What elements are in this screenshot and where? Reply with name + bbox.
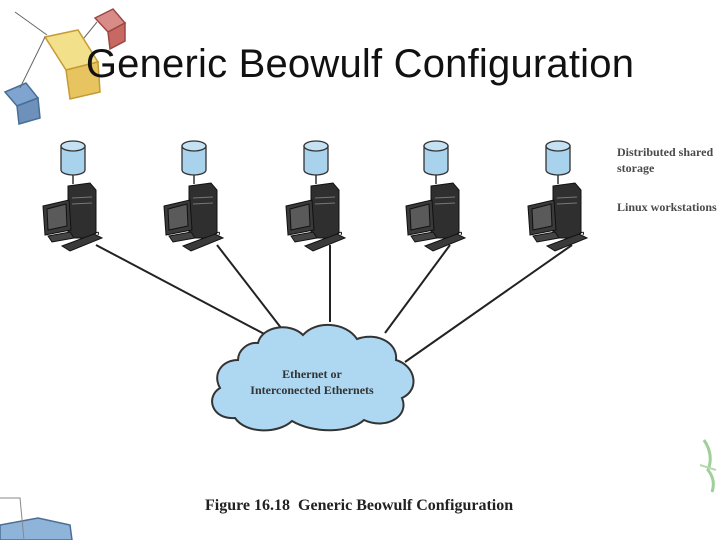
computer-icon <box>405 182 467 252</box>
network-links <box>95 244 573 363</box>
legend-storage-label: Distributed shared storage <box>617 145 714 175</box>
network-cloud <box>211 323 415 432</box>
figure-caption: Figure 16.18 Generic Beowulf Configurati… <box>205 497 514 514</box>
computer-icon <box>527 182 589 252</box>
workstation-node-1 <box>42 140 104 252</box>
legend-workstation-label: Linux workstations <box>617 200 717 214</box>
computer-icon <box>163 182 225 252</box>
network-cloud-label-line2: Interconected Ethernets <box>250 383 374 397</box>
storage-disk-icon <box>181 140 207 176</box>
computer-icon <box>42 182 104 252</box>
computer-icon <box>285 182 347 252</box>
storage-disk-icon <box>423 140 449 176</box>
network-cloud-label-line1: Ethernet or <box>282 367 342 381</box>
storage-disk-icon <box>60 140 86 176</box>
network-cloud-label: Ethernet or Interconected Ethernets <box>222 366 402 398</box>
slide-title: Generic Beowulf Configuration <box>85 42 635 86</box>
workstation-node-4 <box>405 140 467 252</box>
decorative-cubes-top-left <box>3 8 127 125</box>
storage-disk-icon <box>303 140 329 176</box>
workstation-node-3 <box>285 140 347 252</box>
decorative-scribbles <box>0 439 717 540</box>
workstation-node-2 <box>163 140 225 252</box>
workstation-node-5 <box>527 140 589 252</box>
storage-disk-icon <box>545 140 571 176</box>
